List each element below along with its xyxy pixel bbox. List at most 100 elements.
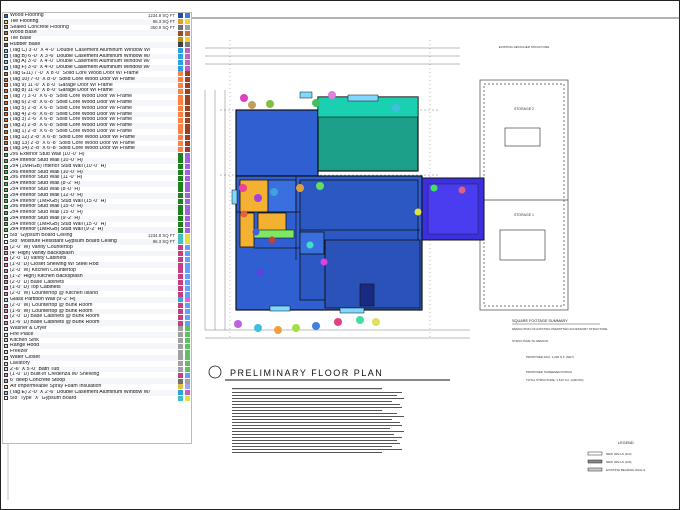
legend-stroke-color-icon[interactable] [185,343,190,349]
legend-fill-color-icon[interactable] [178,361,183,367]
legend-fill-color-icon[interactable] [178,309,183,315]
legend-stroke-color-icon[interactable] [185,117,190,123]
legend-fill-color-icon[interactable] [178,117,183,123]
legend-row[interactable]: Range Hood [3,343,191,350]
legend-row[interactable]: 2x4 Interior Stud Wall (8'-2" H) [3,181,191,187]
legend-fill-color-icon[interactable] [178,65,183,71]
legend-fill-color-icon[interactable] [178,53,183,59]
legend-row[interactable]: Freezer [3,349,191,355]
legend-fill-color-icon[interactable] [178,42,183,48]
legend-row[interactable]: 2x4 (1MRGB) Interior Stud Wall (10'-0" H… [3,164,191,170]
legend-stroke-color-icon[interactable] [185,193,190,199]
legend-stroke-color-icon[interactable] [185,82,190,88]
legend-row[interactable]: (1'-6" W) Countertop @ Bunk Room [3,308,191,315]
legend-stroke-color-icon[interactable] [185,378,190,384]
legend-row[interactable]: 2x4 Interior Stud Wall (9'-2" H) [3,215,191,222]
legend-row[interactable]: (Tag F) 3'-0" X 4'-0" Double Casement Al… [3,65,191,71]
legend-row[interactable]: 2x4 Interior Stud Wall (12'-0" H) [3,192,191,199]
legend-stroke-color-icon[interactable] [185,19,190,25]
legend-row[interactable]: (1'-6" D) Base Cabinets @ Bunk Room [3,320,191,327]
legend-stroke-color-icon[interactable] [185,245,190,251]
legend-stroke-color-icon[interactable] [185,262,190,268]
legend-row[interactable]: (Tag 7) 3'-0" X 6'-8" Solid Core Wood Do… [3,94,191,100]
legend-row[interactable]: (Tag 4) 2'-6" X 6'-8" Solid Core Wood Do… [3,111,191,118]
legend-fill-color-icon[interactable] [178,13,183,19]
legend-stroke-color-icon[interactable] [185,135,190,141]
legend-row[interactable]: 2x6 Exterior Stud Wall (10'-0" H) [3,152,191,158]
legend-fill-color-icon[interactable] [178,227,183,233]
legend-fill-color-icon[interactable] [178,256,183,262]
legend-fill-color-icon[interactable] [178,338,183,344]
legend-row[interactable]: (Tag A) 3'-0" X 4'-0" Double Casement Al… [3,59,191,65]
legend-fill-color-icon[interactable] [178,262,183,268]
legend-fill-color-icon[interactable] [178,77,183,83]
legend-row[interactable]: 2x4 Interior (1MRGB) Stud Wall (15'-0" H… [3,222,191,228]
legend-row[interactable]: Fire Place [3,331,191,338]
legend-row[interactable]: 2x4 Interior Stud Wall (10'-0" H) [3,157,191,164]
legend-fill-color-icon[interactable] [178,216,183,222]
legend-stroke-color-icon[interactable] [185,233,190,239]
legend-stroke-color-icon[interactable] [185,123,190,129]
legend-row[interactable]: 2x4 Interior (1MRGB) Stud Wall (15'-0" H… [3,199,191,205]
legend-fill-color-icon[interactable] [178,239,183,245]
legend-fill-color-icon[interactable] [178,164,183,170]
legend-row[interactable]: Lavatory [3,361,191,367]
legend-stroke-color-icon[interactable] [185,222,190,228]
legend-row[interactable]: (2'-0" W) Vanity Countertop [3,245,191,251]
legend-stroke-color-icon[interactable] [185,338,190,344]
legend-stroke-color-icon[interactable] [185,48,190,54]
legend-stroke-color-icon[interactable] [185,65,190,71]
legend-row[interactable]: Rubber Base [3,41,191,48]
legend-fill-color-icon[interactable] [178,19,183,25]
legend-row[interactable]: (Tag 12) 2'-8" X 6'-8" Solid Core Wood D… [3,134,191,141]
legend-fill-color-icon[interactable] [178,384,183,390]
legend-row[interactable]: 2x6 Interior Stud Wall (11'-0" H) [3,175,191,181]
legend-stroke-color-icon[interactable] [185,280,190,286]
legend-row[interactable]: Glass Partition Wall (9'-2" H) [3,297,191,303]
legend-stroke-color-icon[interactable] [185,274,190,280]
legend-fill-color-icon[interactable] [178,198,183,204]
legend-stroke-color-icon[interactable] [185,384,190,390]
legend-fill-color-icon[interactable] [178,158,183,164]
legend-row[interactable]: Tile Base [3,36,191,42]
legend-stroke-color-icon[interactable] [185,309,190,315]
legend-row[interactable]: 5/8" Moisture Resistant Gypsum Board Cei… [3,239,191,245]
legend-row[interactable]: (2'-0" D) Base Cabinets @ Bunk Room [3,314,191,320]
legend-row[interactable]: (Tag 3) 2'-6" X 6'-8" Solid Core Wood Do… [3,117,191,123]
legend-fill-color-icon[interactable] [178,372,183,378]
legend-fill-color-icon[interactable] [178,59,183,65]
legend-row[interactable]: (Tag 9) 11'-0" X 8'-0" Garage Door W/ Fr… [3,83,191,89]
legend-row[interactable]: (Tag 10) 7'-0" X 8'-0" Solid Core Wood D… [3,76,191,83]
legend-fill-color-icon[interactable] [178,320,183,326]
legend-fill-color-icon[interactable] [178,210,183,216]
legend-fill-color-icon[interactable] [178,71,183,77]
legend-stroke-color-icon[interactable] [185,77,190,83]
legend-fill-color-icon[interactable] [178,314,183,320]
legend-fill-color-icon[interactable] [178,251,183,257]
legend-row[interactable]: (Tag 14) 2'-8" X 6'-8" Solid Core Wood D… [3,146,191,153]
legend-stroke-color-icon[interactable] [185,372,190,378]
legend-row[interactable]: (1'-0" D) Built-in Credenza W/ Shelving [3,372,191,378]
legend-row[interactable]: (2'-0" D) Base Cabinets [3,280,191,286]
legend-fill-color-icon[interactable] [178,140,183,146]
legend-stroke-color-icon[interactable] [185,210,190,216]
legend-row[interactable]: (1'-0" D) Closet Shelving W/ Steel Rod [3,262,191,269]
legend-row[interactable]: (1'-0" D) Top Cabinets [3,285,191,292]
legend-stroke-color-icon[interactable] [185,361,190,367]
legend-fill-color-icon[interactable] [178,395,183,401]
legend-row[interactable]: (Tag 2) 2'-8" X 6'-8" Solid Core Wood Do… [3,123,191,129]
legend-stroke-color-icon[interactable] [185,326,190,332]
legend-stroke-color-icon[interactable] [185,30,190,36]
legend-stroke-color-icon[interactable] [185,303,190,309]
legend-fill-color-icon[interactable] [178,332,183,338]
legend-fill-color-icon[interactable] [178,285,183,291]
legend-fill-color-icon[interactable] [178,349,183,355]
legend-stroke-color-icon[interactable] [185,140,190,146]
legend-stroke-color-icon[interactable] [185,71,190,77]
legend-row[interactable]: Wood Base [3,30,191,37]
legend-stroke-color-icon[interactable] [185,349,190,355]
legend-fill-color-icon[interactable] [178,146,183,152]
